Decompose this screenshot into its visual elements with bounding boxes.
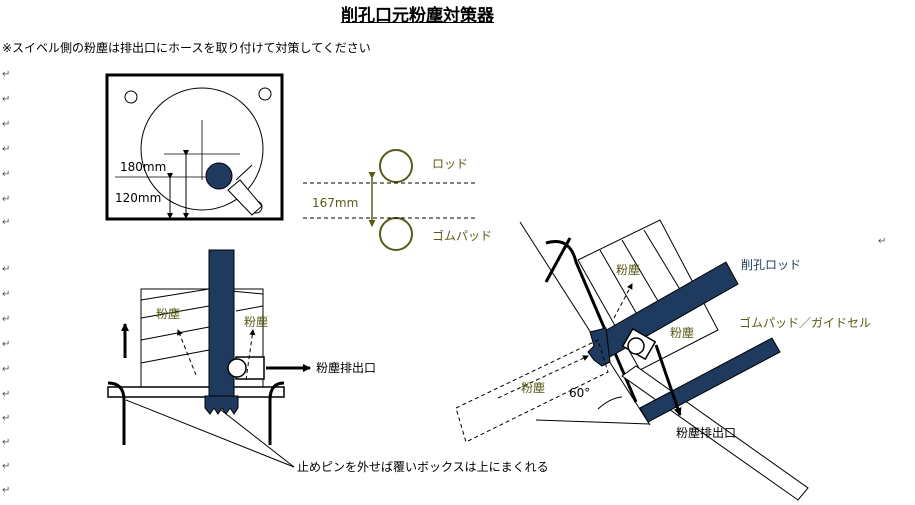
paragraph-mark: ↵ <box>2 437 11 448</box>
paragraph-mark: ↵ <box>2 289 11 300</box>
cover-box-note: 止めピンを外せば覆いボックスは上にまくれる <box>297 460 549 474</box>
paragraph-mark: ↵ <box>2 264 11 275</box>
paragraph-mark: ↵ <box>2 413 11 424</box>
paragraph-mark: ↵ <box>2 314 11 325</box>
rubber-pad-label: ゴムパッド <box>432 229 493 243</box>
dust-label-left: 粉塵 <box>156 307 181 321</box>
paragraph-mark: ↵ <box>2 94 11 105</box>
drill-rod-label: 削孔ロッド <box>741 258 802 272</box>
dimension-180: 180mm <box>120 160 167 174</box>
paragraph-mark: ↵ <box>2 169 11 180</box>
dust-label-top: 粉塵 <box>616 263 641 277</box>
outlet-label-front: 粉塵排出口 <box>316 361 377 375</box>
paragraph-mark: ↵ <box>2 389 11 400</box>
paragraph-mark: ↵ <box>2 119 11 130</box>
paragraph-mark: ↵ <box>878 236 887 247</box>
instruction-note: ※スイベル側の粉塵は排出口にホースを取り付けて対策してください <box>2 41 371 55</box>
angle-label: 60° <box>569 386 591 400</box>
dust-label-mid: 粉塵 <box>670 326 695 340</box>
angled-section-view <box>455 219 809 501</box>
document-title: 削孔口元粉塵対策器 <box>341 6 494 26</box>
paragraph-mark: ↵ <box>2 339 11 350</box>
paragraph-mark: ↵ <box>2 69 11 80</box>
rod-pad-diagram <box>303 149 476 251</box>
paragraph-mark: ↵ <box>2 217 11 228</box>
outlet-label-angled: 粉塵排出口 <box>676 426 737 440</box>
paragraph-mark: ↵ <box>2 461 11 472</box>
paragraph-mark: ↵ <box>2 194 11 205</box>
paragraph-mark: ↵ <box>2 144 11 155</box>
rod-label: ロッド <box>432 157 469 171</box>
pad-guide-label: ゴムパッド／ガイドセル <box>739 316 872 330</box>
dust-label-right: 粉塵 <box>244 315 269 329</box>
front-section-view <box>107 249 311 468</box>
paragraph-mark: ↵ <box>2 364 11 375</box>
dimension-167: 167mm <box>312 196 359 210</box>
paragraph-mark: ↵ <box>2 485 11 496</box>
dimension-120: 120mm <box>115 191 162 205</box>
dust-label-bottom: 粉塵 <box>521 381 546 395</box>
top-view-plate <box>105 73 284 221</box>
